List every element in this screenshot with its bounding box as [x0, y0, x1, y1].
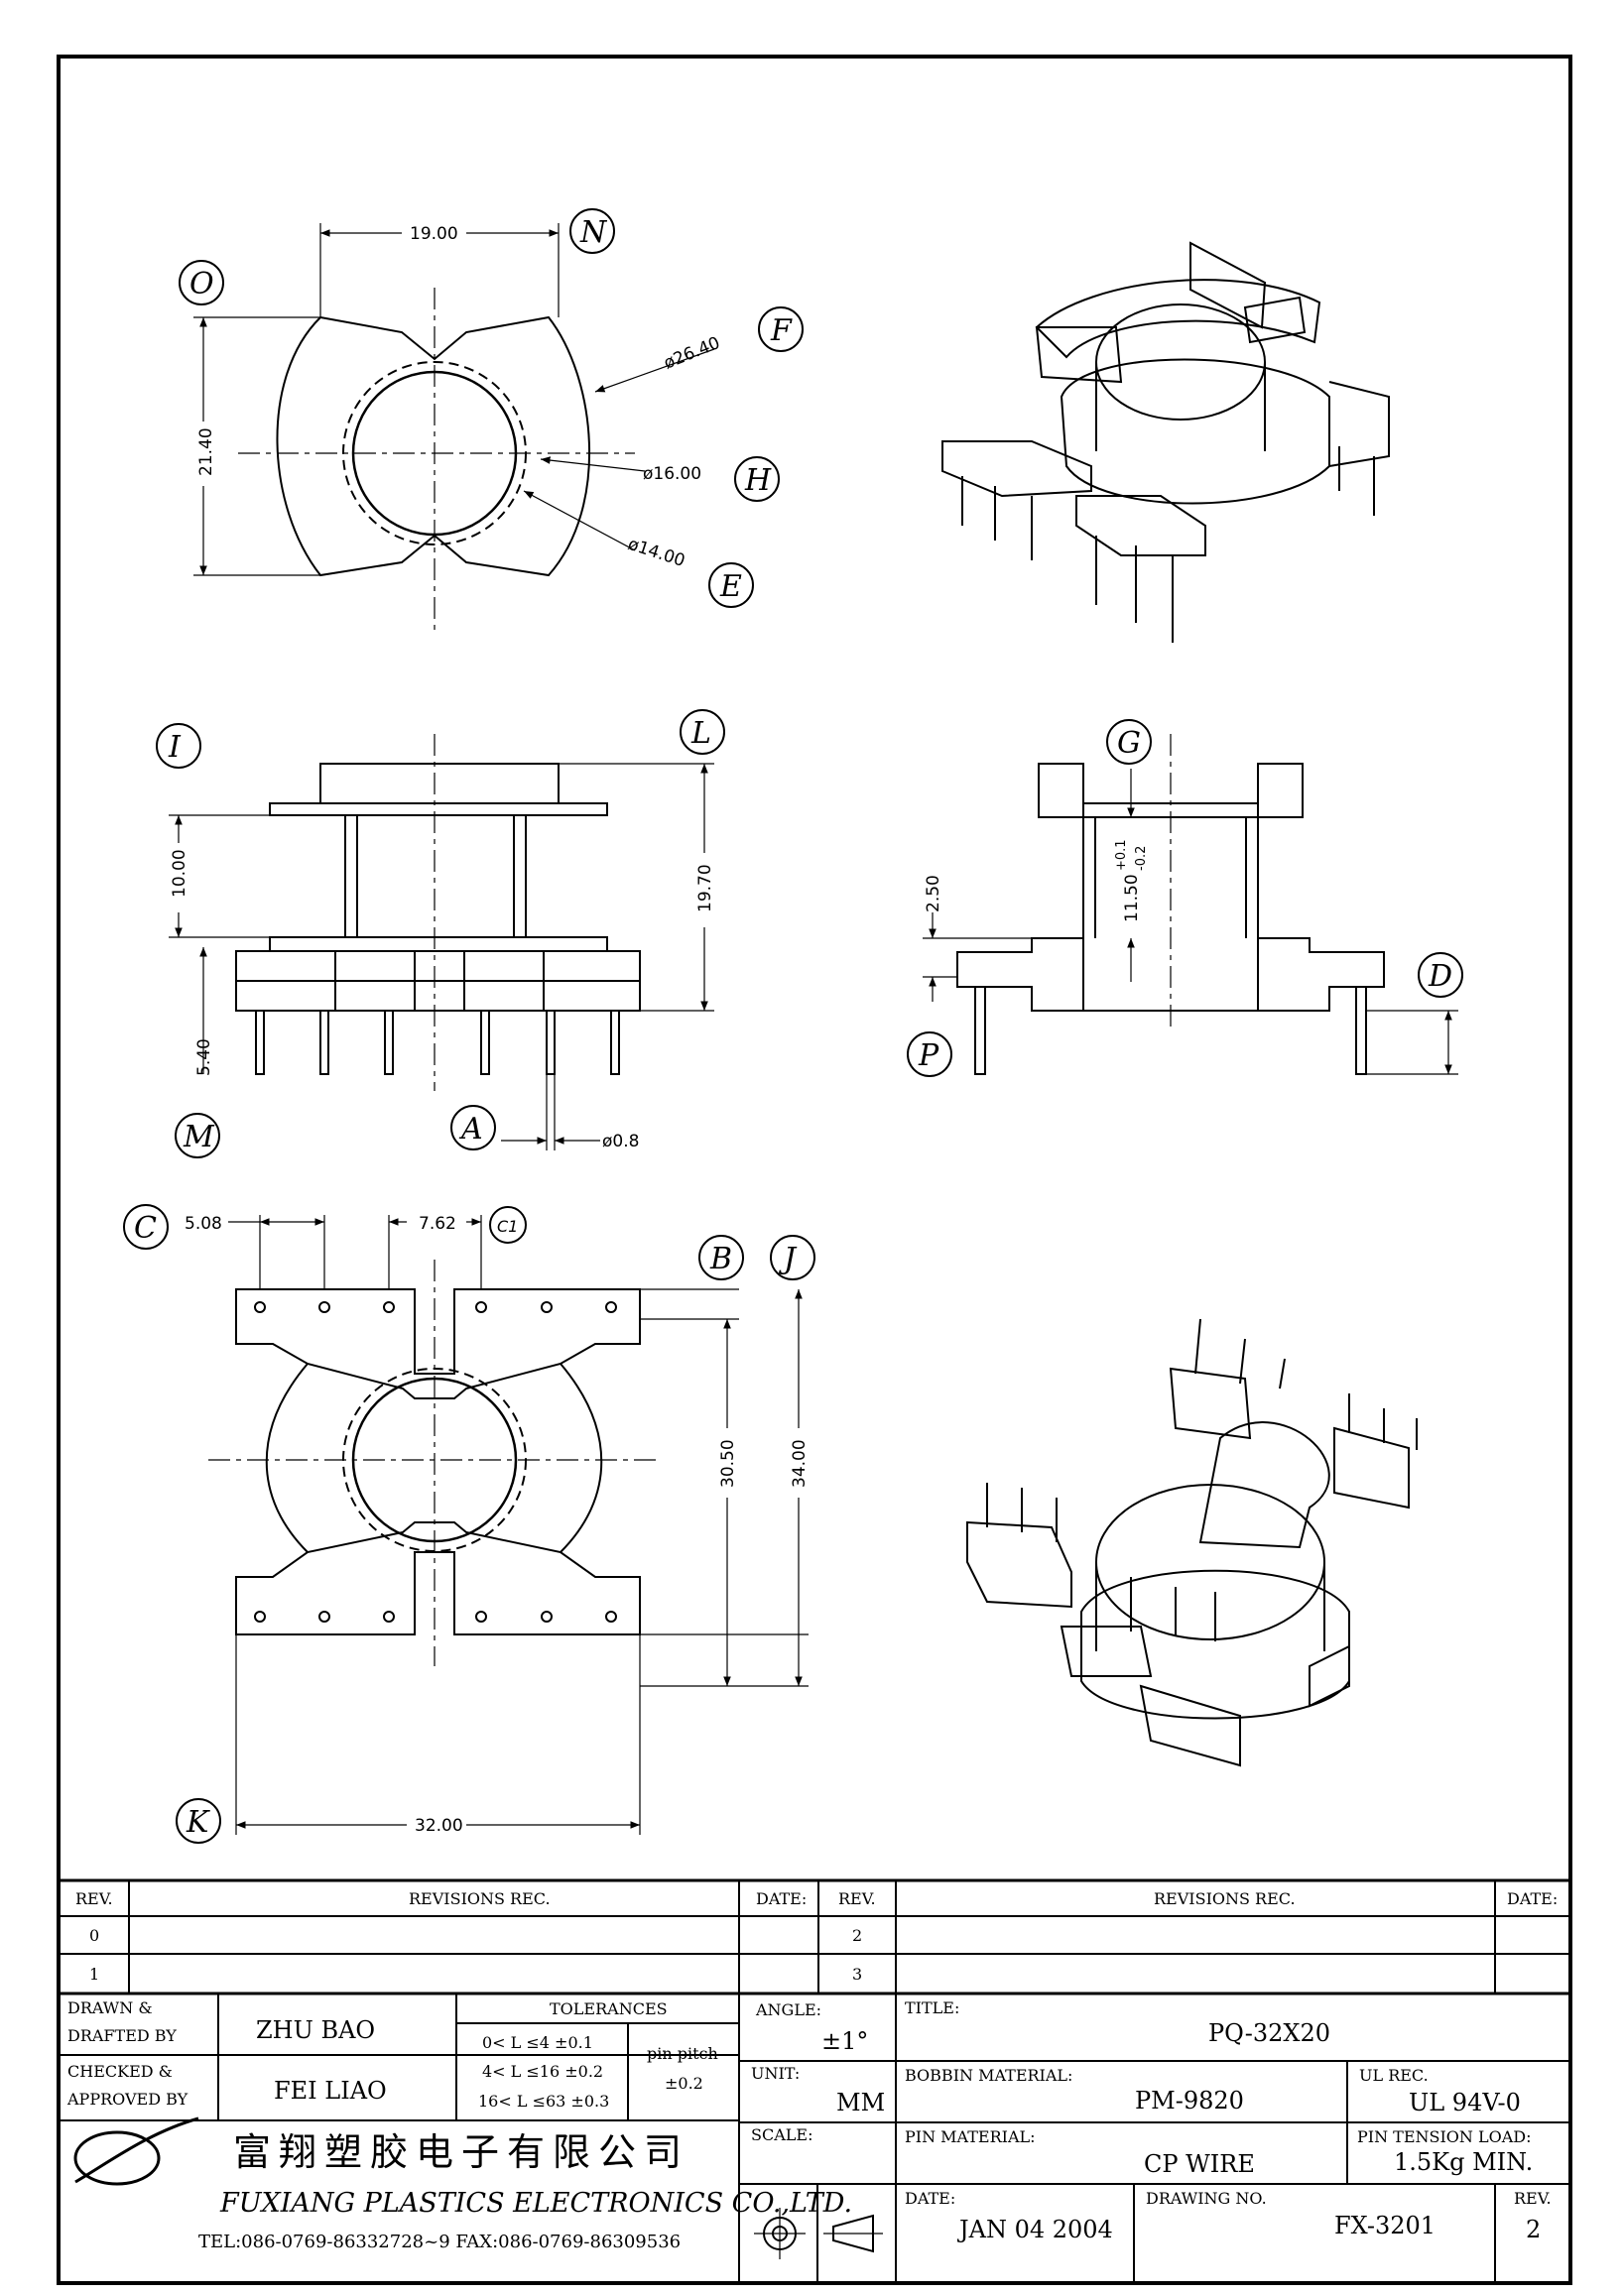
- checked-label-2: APPROVED BY: [66, 2090, 188, 2109]
- unit-value: MM: [836, 2089, 885, 2116]
- date-value: JAN 04 2004: [956, 2216, 1113, 2243]
- bottom-view: [123, 1204, 815, 1844]
- rev-header-left: REV.: [75, 1889, 113, 1908]
- rev-header-right: REV.: [838, 1889, 876, 1908]
- balloon-M: M: [183, 1120, 215, 1154]
- company-name-cn: 富翔塑胶电子有限公司: [233, 2130, 689, 2174]
- dim-width-32: 32.00: [415, 1816, 463, 1836]
- title-block-grid: [59, 1878, 1570, 2283]
- dim-total-height: 19.70: [695, 864, 715, 912]
- bobbin-value: PM-9820: [1135, 2087, 1244, 2115]
- balloon-H: H: [744, 463, 772, 498]
- title-label: TITLE:: [905, 1998, 959, 2017]
- rev-row-2: 2: [852, 1926, 862, 1945]
- date-header-right: DATE:: [1507, 1889, 1558, 1908]
- bobbin-label: BOBBIN MATERIAL:: [905, 2066, 1072, 2085]
- dim-dia-outer: ø26.40: [661, 333, 722, 374]
- dim-inner-span: 30.50: [718, 1439, 738, 1488]
- pin-tension-value: 1.5Kg MIN.: [1394, 2148, 1533, 2176]
- iso-view-top: [941, 241, 1390, 643]
- ul-value: UL 94V-0: [1409, 2089, 1521, 2116]
- tolerances-header: TOLERANCES: [550, 1999, 668, 2018]
- dim-outer-span: 34.00: [790, 1439, 810, 1488]
- rev-row-1: 1: [89, 1965, 99, 1984]
- dim-winding: 11.50: [1122, 874, 1142, 922]
- balloon-C: C: [134, 1211, 157, 1246]
- dim-tol-minus: -0.2: [1134, 846, 1149, 871]
- balloon-K: K: [186, 1805, 210, 1840]
- checked-by-value: FEI LIAO: [274, 2077, 387, 2105]
- drawn-label-1: DRAWN &: [67, 1998, 153, 2017]
- tolerance-1: 0< L ≤4 ±0.1: [482, 2033, 593, 2052]
- rev-value: 2: [1526, 2216, 1541, 2243]
- dim-width-19: 19.00: [410, 224, 458, 244]
- revisions-header-left: REVISIONS REC.: [409, 1889, 551, 1908]
- company-name-en: FUXIANG PLASTICS ELECTRONICS CO.,LTD.: [219, 2188, 852, 2219]
- angle-label: ANGLE:: [755, 2000, 821, 2019]
- title-value: PQ-32X20: [1208, 2019, 1330, 2047]
- dim-row-gap: 7.62: [419, 1214, 456, 1234]
- balloon-P: P: [918, 1038, 939, 1073]
- drawn-label-2: DRAFTED BY: [67, 2026, 177, 2045]
- balloon-C1: C1: [497, 1217, 518, 1236]
- dim-flange-gap: 10.00: [170, 849, 189, 898]
- dim-pin-len: 5.40: [194, 1038, 214, 1076]
- balloon-O: O: [189, 267, 214, 302]
- sheet-border: [57, 55, 1572, 2285]
- date-header-left: DATE:: [756, 1889, 807, 1908]
- pin-tension-label: PIN TENSION LOAD:: [1357, 2127, 1532, 2146]
- balloon-G: G: [1117, 726, 1141, 761]
- date-label: DATE:: [905, 2189, 955, 2208]
- top-view: [179, 208, 804, 635]
- dim-height-21: 21.40: [196, 427, 216, 476]
- side-view: [907, 719, 1463, 1077]
- rev-label: REV.: [1514, 2189, 1552, 2208]
- dim-pitch: 5.08: [185, 1214, 222, 1234]
- dim-slot: 2.50: [924, 875, 943, 912]
- tolerance-3: 16< L ≤63 ±0.3: [478, 2092, 609, 2111]
- balloon-F: F: [770, 313, 793, 348]
- balloon-I: I: [168, 730, 182, 765]
- dim-pin-dia: ø0.8: [602, 1132, 639, 1151]
- pin-pitch-label: pin pitch: [647, 2044, 718, 2063]
- dim-tol-plus: +0.1: [1114, 839, 1129, 871]
- front-view: [156, 709, 725, 1158]
- pin-material-label: PIN MATERIAL:: [905, 2127, 1036, 2146]
- angle-value: ±1°: [821, 2027, 868, 2055]
- balloon-A: A: [458, 1112, 483, 1147]
- dim-dia-inner: ø14.00: [625, 535, 687, 571]
- company-contact: TEL:086-0769-86332728~9 FAX:086-0769-863…: [198, 2232, 681, 2252]
- tolerance-2: 4< L ≤16 ±0.2: [482, 2062, 603, 2081]
- dim-dia-mid: ø16.00: [643, 464, 701, 484]
- revisions-header-right: REVISIONS REC.: [1154, 1889, 1296, 1908]
- balloon-L: L: [690, 716, 711, 751]
- drawn-by-value: ZHU BAO: [256, 2016, 375, 2044]
- scale-label: SCALE:: [751, 2125, 812, 2144]
- rev-row-0: 0: [89, 1926, 99, 1945]
- balloon-N: N: [579, 215, 608, 250]
- pin-material-value: CP WIRE: [1144, 2150, 1255, 2178]
- pin-pitch-tol: ±0.2: [665, 2074, 703, 2093]
- balloon-B: B: [709, 1242, 732, 1276]
- drawing-no-label: DRAWING NO.: [1146, 2189, 1267, 2208]
- unit-label: UNIT:: [751, 2064, 800, 2083]
- balloon-D: D: [1428, 959, 1452, 994]
- ul-label: UL REC.: [1359, 2066, 1429, 2085]
- drawing-no-value: FX-3201: [1334, 2212, 1436, 2239]
- balloon-E: E: [719, 569, 742, 604]
- iso-view-bottom: [966, 1318, 1418, 1767]
- rev-row-3: 3: [852, 1965, 862, 1984]
- balloon-J: J: [778, 1242, 798, 1276]
- checked-label-1: CHECKED &: [67, 2062, 173, 2081]
